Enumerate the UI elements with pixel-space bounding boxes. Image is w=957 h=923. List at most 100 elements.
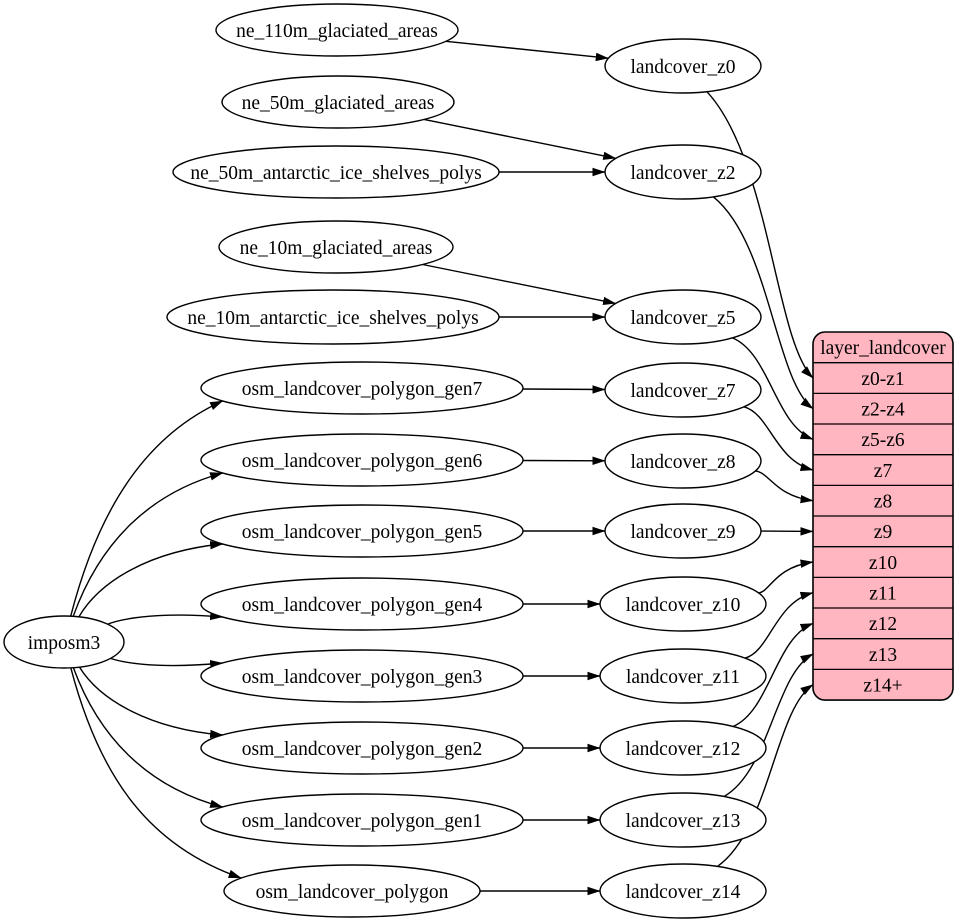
node-shape [200, 361, 524, 415]
node-label: osm_landcover_polygon_gen5 [242, 522, 482, 543]
node-shape [223, 864, 481, 918]
node-shape [218, 220, 454, 274]
node-label: landcover_z0 [630, 57, 735, 78]
node-osm-landcover-polygon: osm_landcover_polygon [223, 864, 481, 918]
node-shape [200, 504, 524, 558]
node-layer-landcover: layer_landcover z0-z1 z2-z4 z5-z6 z7 z8 z9 z10 z… [812, 331, 954, 701]
node-label: osm_landcover_polygon_gen4 [242, 595, 483, 616]
node-osm-landcover-polygon-gen6: osm_landcover_polygon_gen6 [200, 433, 524, 487]
node-osm-landcover-polygon-gen7: osm_landcover_polygon_gen7 [200, 361, 524, 415]
node-shape [200, 577, 524, 631]
node-osm-landcover-polygon-gen4: osm_landcover_polygon_gen4 [200, 577, 524, 631]
record-row-z10: z10 [869, 553, 897, 574]
edge-landcover_z12--layer-landcover-z12 [732, 622, 814, 728]
edge-imposm3--osm_landcover_polygon [70, 667, 242, 879]
nodes-layer: imposm3 ne_110m_glaciated_areas ne_50m_gla… [3, 3, 767, 919]
node-ne-10m-antarctic-ice-shelves-polys: ne_10m_antarctic_ice_shelves_polys [166, 289, 500, 345]
node-shape [3, 615, 125, 669]
node-shape [604, 362, 762, 418]
node-landcover-z11: landcover_z11 [599, 648, 767, 704]
node-shape [221, 75, 455, 129]
node-ne-10m-glaciated-areas: ne_10m_glaciated_areas [218, 220, 454, 274]
node-landcover-z5: landcover_z5 [604, 289, 762, 345]
edge-landcover_z13--layer-landcover-z13 [723, 653, 814, 798]
node-landcover-z0: landcover_z0 [604, 38, 762, 94]
node-label: osm_landcover_polygon [256, 882, 449, 903]
record-layer: layer_landcover z0-z1 z2-z4 z5-z6 z7 z8 z9 z10 z… [812, 331, 954, 701]
node-label: ne_10m_glaciated_areas [240, 238, 433, 259]
edge-landcover_z10--layer-landcover-z10 [758, 559, 814, 594]
edge-imposm3--osm_landcover_polygon_gen6 [72, 472, 224, 617]
node-label: landcover_z2 [630, 163, 735, 184]
node-shape [172, 145, 500, 199]
edge-landcover_z2--layer-landcover-z2-z4 [713, 196, 814, 410]
node-label: osm_landcover_polygon_gen1 [242, 811, 482, 832]
edge-imposm3--osm_landcover_polygon_gen1 [72, 667, 224, 808]
node-shape [604, 289, 762, 345]
record-row-z13: z13 [869, 645, 897, 666]
node-shape [166, 289, 500, 345]
record-row-z8: z8 [874, 492, 892, 513]
node-label: landcover_z12 [626, 739, 741, 760]
node-landcover-z13: landcover_z13 [599, 792, 767, 848]
node-label: ne_110m_glaciated_areas [236, 21, 438, 42]
edge-imposm3--osm_landcover_polygon_gen4 [107, 611, 224, 625]
node-ne-50m-glaciated-areas: ne_50m_glaciated_areas [221, 75, 455, 129]
edge-landcover_z11--layer-landcover-z11 [744, 591, 814, 659]
node-label: osm_landcover_polygon_gen2 [242, 739, 482, 760]
node-landcover-z14: landcover_z14 [599, 863, 767, 919]
record-row-z7: z7 [874, 461, 893, 482]
node-shape [604, 503, 762, 559]
node-label: landcover_z10 [626, 595, 741, 616]
node-label: landcover_z8 [630, 452, 735, 473]
node-landcover-z10: landcover_z10 [599, 576, 767, 632]
edge-landcover_z5--layer-landcover-z5-z6 [732, 337, 814, 440]
edge-landcover_z14--layer-landcover-z14plus [717, 684, 814, 867]
node-shape [599, 863, 767, 919]
node-label: landcover_z11 [626, 667, 740, 688]
record-header: layer_landcover [820, 338, 946, 359]
node-label: landcover_z5 [630, 308, 735, 329]
edge-landcover_z8--layer-landcover-z8 [755, 470, 814, 504]
edge-landcover_z7--layer-landcover-z7 [743, 406, 814, 471]
edge-ne_110m_glaciated_areas--landcover_z0 [445, 40, 609, 62]
node-shape [604, 144, 762, 200]
record-row-z5-z6: z5-z6 [861, 430, 905, 451]
record-row-z0-z1: z0-z1 [861, 369, 904, 390]
node-shape [200, 721, 524, 775]
node-shape [599, 792, 767, 848]
node-label: landcover_z7 [630, 381, 735, 402]
node-shape [200, 793, 524, 847]
node-landcover-z7: landcover_z7 [604, 362, 762, 418]
edge-imposm3--osm_landcover_polygon_gen2 [78, 666, 224, 739]
edges-layer [70, 40, 814, 896]
node-label: landcover_z13 [626, 811, 741, 832]
node-label: imposm3 [28, 633, 101, 654]
edge-imposm3--osm_landcover_polygon_gen7 [70, 400, 224, 617]
node-label: ne_50m_antarctic_ice_shelves_polys [190, 163, 481, 184]
record-row-z14plus: z14+ [863, 676, 902, 697]
edge-imposm3--osm_landcover_polygon_gen5 [78, 541, 224, 618]
node-landcover-z2: landcover_z2 [604, 144, 762, 200]
node-osm-landcover-polygon-gen2: osm_landcover_polygon_gen2 [200, 721, 524, 775]
edge-ne_10m_glaciated_areas--landcover_z5 [422, 263, 617, 306]
record-row-z2-z4: z2-z4 [861, 400, 905, 421]
node-shape [604, 433, 762, 489]
node-label: osm_landcover_polygon_gen3 [242, 667, 482, 688]
edge-landcover_z0--layer-landcover-z0-z1 [706, 91, 814, 379]
node-shape [599, 576, 767, 632]
node-label: osm_landcover_polygon_gen7 [242, 379, 483, 400]
node-landcover-z9: landcover_z9 [604, 503, 762, 559]
edge-osm_landcover_polygon_gen7--landcover_z7 [522, 385, 606, 394]
edge-imposm3--osm_landcover_polygon_gen3 [110, 657, 224, 669]
node-label: landcover_z9 [630, 522, 735, 543]
node-ne-110m-glaciated-areas: ne_110m_glaciated_areas [215, 3, 459, 57]
node-label: ne_10m_antarctic_ice_shelves_polys [187, 308, 478, 329]
node-label: landcover_z14 [626, 882, 741, 903]
node-landcover-z8: landcover_z8 [604, 433, 762, 489]
node-shape [599, 720, 767, 776]
node-imposm3: imposm3 [3, 615, 125, 669]
record-row-z9: z9 [874, 522, 892, 543]
